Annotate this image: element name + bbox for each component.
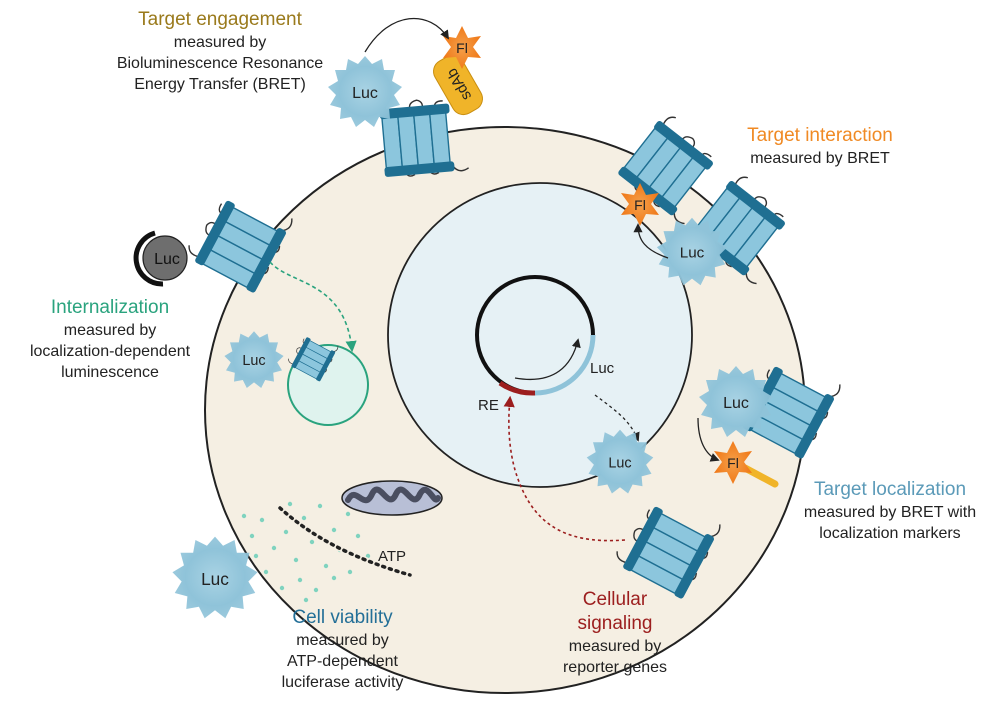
sdab-antibody: sdAb: [433, 54, 483, 116]
engagement-label: Target engagement measured by Biolumines…: [105, 8, 335, 95]
engagement-fluorophore: Fl: [443, 26, 481, 69]
localization-luc: Luc: [699, 366, 773, 437]
engagement-title: Target engagement: [138, 9, 302, 30]
interaction-title: Target interaction: [747, 125, 893, 146]
viability-label: Cell viability measured by ATP-dependent…: [255, 606, 430, 693]
svg-text:Fl: Fl: [456, 40, 468, 56]
plasmid-luc-label: Luc: [590, 360, 615, 377]
expression-arrow: [594, 394, 640, 442]
svg-text:Luc: Luc: [242, 353, 265, 369]
svg-text:Luc: Luc: [608, 455, 631, 471]
atp-label: ATP: [378, 548, 406, 565]
interaction-arrow: [633, 223, 669, 259]
svg-text:Luc: Luc: [201, 569, 229, 589]
transcription-arrow: [514, 338, 581, 380]
localization-arrow: [697, 417, 720, 462]
interaction-fluorophore: Fl: [621, 183, 659, 226]
viability-title: Cell viability: [292, 607, 393, 628]
mitochondrion: [341, 480, 443, 516]
engagement-luc: Luc: [328, 56, 402, 127]
nuclear-luc: Luc: [586, 429, 654, 494]
viability-luc: Luc: [172, 536, 258, 619]
re-label: RE: [478, 397, 499, 414]
nucleus: [387, 182, 693, 488]
svg-text:Fl: Fl: [634, 197, 646, 213]
localization-fluorophore: Fl: [714, 441, 752, 484]
signaling-arrow: [503, 395, 626, 542]
svg-text:Luc: Luc: [352, 85, 378, 102]
signaling-title-2: signaling: [577, 613, 653, 634]
endosome-luc: Luc: [224, 331, 284, 388]
reporter-plasmid: RE Luc: [475, 275, 615, 414]
signaling-label: Cellular signaling measured by reporter …: [540, 588, 690, 678]
svg-text:Luc: Luc: [154, 251, 180, 268]
membrane-luc: Luc: [133, 230, 188, 287]
interaction-luc: Luc: [656, 217, 728, 286]
signaling-title-1: Cellular: [582, 589, 648, 610]
atp-dots: [241, 501, 371, 603]
svg-text:Fl: Fl: [727, 455, 739, 471]
localization-title: Target localization: [813, 479, 967, 500]
engagement-arrow: [364, 17, 449, 53]
svg-text:Luc: Luc: [723, 395, 749, 412]
internalization-title: Internalization: [50, 297, 170, 318]
svg-text:Luc: Luc: [680, 245, 705, 262]
internalization-arrow: [269, 261, 357, 353]
localization-label: Target localization measured by BRET wit…: [790, 478, 990, 544]
interaction-label: Target interaction measured by BRET: [725, 124, 915, 169]
internalization-label: Internalization measured by localization…: [10, 296, 210, 383]
